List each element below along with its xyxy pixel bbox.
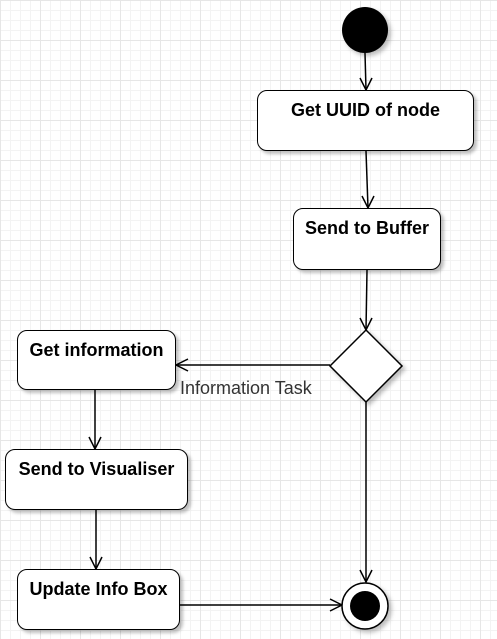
start-node [342,7,388,53]
node-get-info: Get information [17,330,176,390]
node-send-visualiser: Send to Visualiser [5,449,188,510]
decision-node [328,328,404,404]
edge-get-info-to-send-visualiser [88,390,102,451]
node-send-buffer-label: Send to Buffer [305,218,429,238]
node-send-buffer: Send to Buffer [293,208,441,270]
edge-send-buffer-to-decision [359,269,373,332]
node-update-info-box: Update Info Box [17,569,180,630]
node-get-info-label: Get information [29,340,164,360]
node-get-uuid-label: Get UUID of node [291,100,440,120]
edge-send-visualiser-to-update [89,510,103,571]
edge-decision-to-end [359,402,373,584]
edge-update-to-end [180,598,344,612]
end-node [341,582,389,630]
edge-get-uuid-to-send-buffer [361,150,375,210]
edge-start-to-get-uuid [359,52,373,92]
node-update-info-box-label: Update Info Box [29,579,168,599]
edge-decision-to-get-info [174,358,330,372]
node-get-uuid: Get UUID of node [257,90,474,151]
node-send-visualiser-label: Send to Visualiser [18,459,175,479]
edge-label-information-task: Information Task [180,378,312,398]
